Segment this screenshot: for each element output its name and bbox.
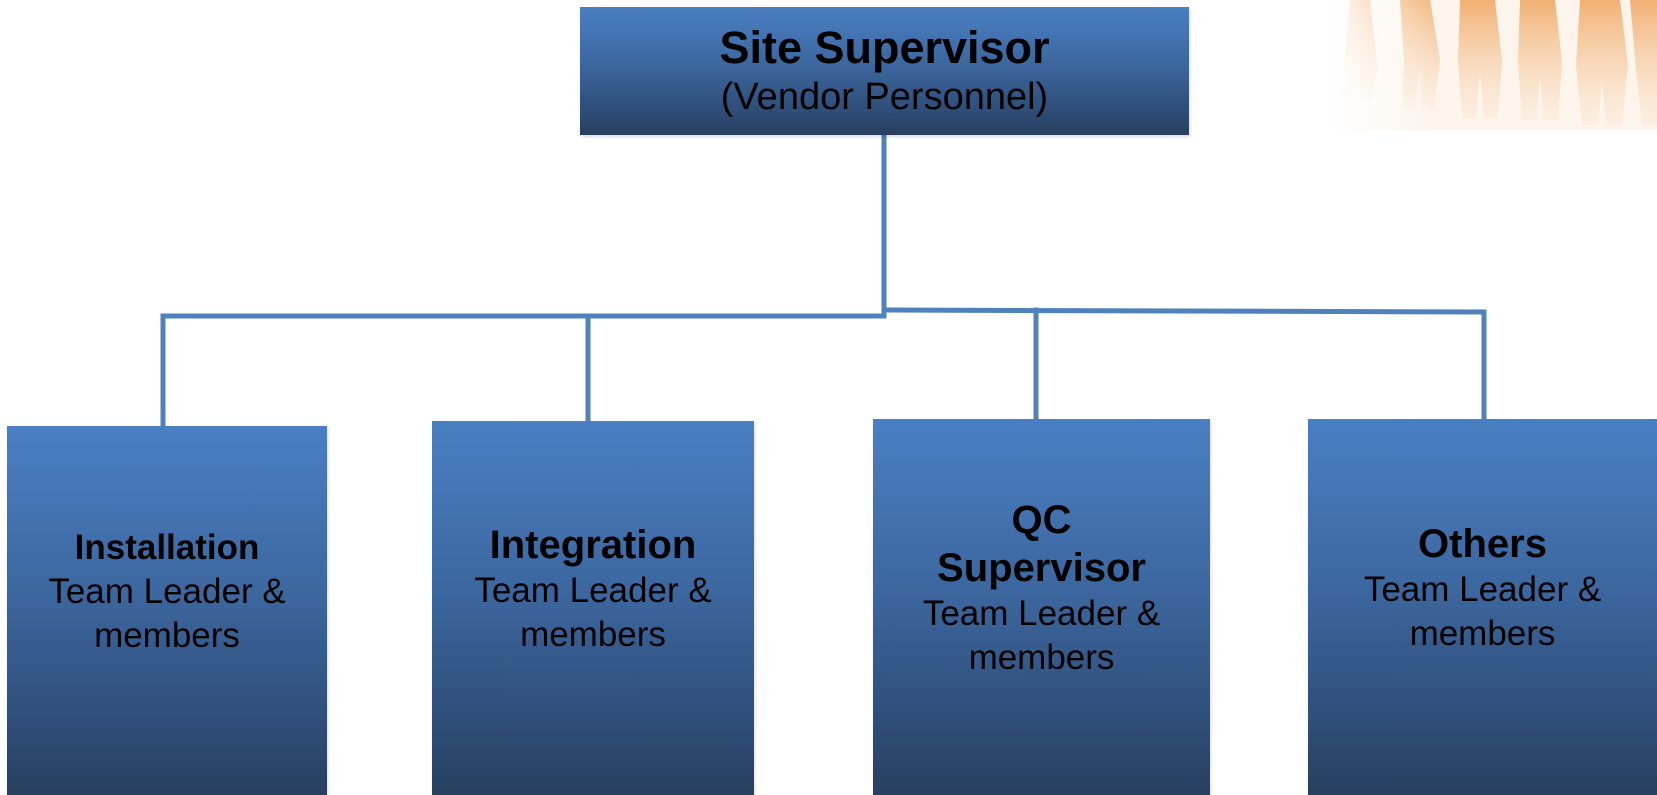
others-body-line1: Team Leader & [1363, 570, 1602, 609]
site-supervisor-title: Site Supervisor [719, 22, 1050, 73]
qc-supervisor-box: QC Supervisor Team Leader & members [873, 419, 1210, 795]
others-box: Others Team Leader & members [1308, 419, 1657, 795]
installation-heading: Installation [74, 527, 260, 567]
others-body-line2: members [1409, 614, 1556, 653]
qc-heading-line2: Supervisor [937, 546, 1146, 590]
right-branch-connector [881, 307, 1487, 315]
installation-body-line1: Team Leader & [48, 571, 286, 611]
site-supervisor-subtitle: (Vendor Personnel) [720, 76, 1049, 118]
integration-heading: Integration [489, 523, 697, 567]
qc-heading-line1: QC [1011, 498, 1072, 542]
qc-body-line2: members [968, 638, 1115, 677]
integration-box: Integration Team Leader & members [432, 421, 754, 795]
qc-body-line1: Team Leader & [922, 594, 1161, 633]
integration-body-line1: Team Leader & [474, 571, 712, 610]
site-supervisor-box: Site Supervisor (Vendor Personnel) [580, 7, 1189, 135]
people-figures-image [1330, 0, 1657, 130]
others-heading: Others [1418, 522, 1547, 566]
integration-body-line2: members [520, 615, 666, 654]
installation-body-line2: members [94, 615, 240, 655]
installation-box: Installation Team Leader & members [7, 426, 327, 795]
